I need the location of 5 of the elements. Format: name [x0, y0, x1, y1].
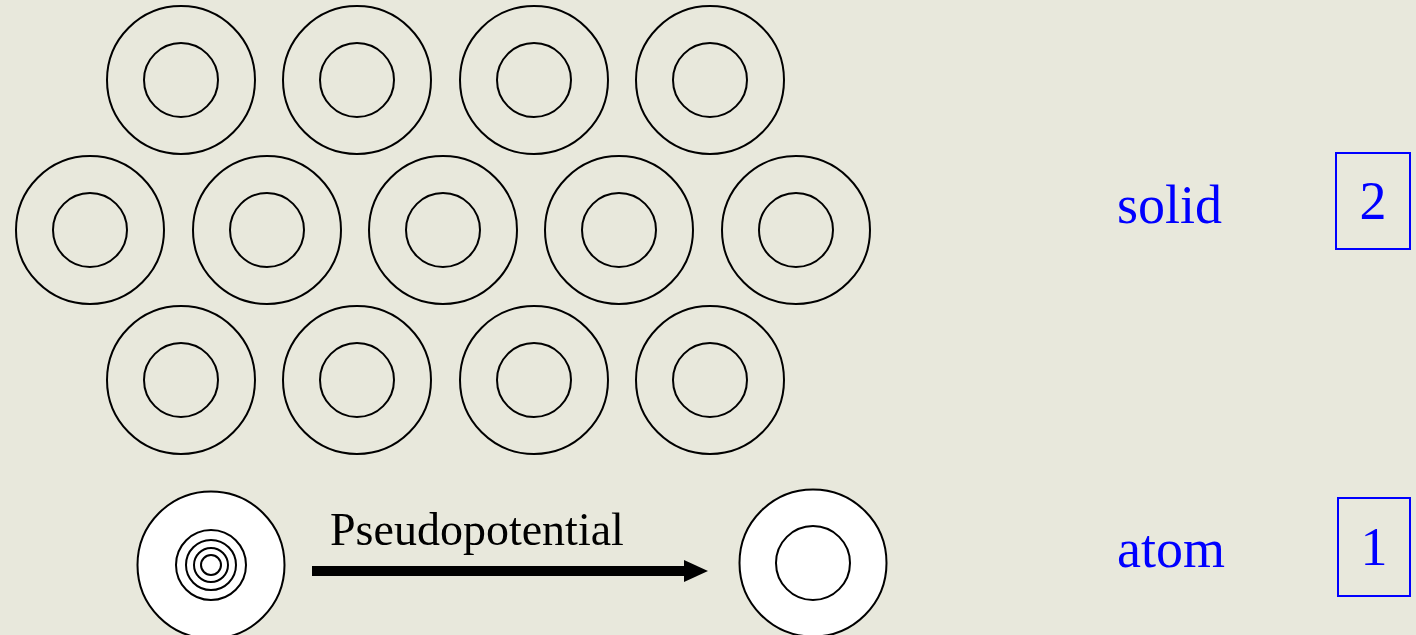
phase-label: atom — [1117, 522, 1225, 576]
number-box: 1 — [1337, 497, 1411, 597]
phase-label: solid — [1117, 178, 1223, 232]
arrow — [312, 560, 708, 582]
number-box: 2 — [1335, 152, 1411, 250]
